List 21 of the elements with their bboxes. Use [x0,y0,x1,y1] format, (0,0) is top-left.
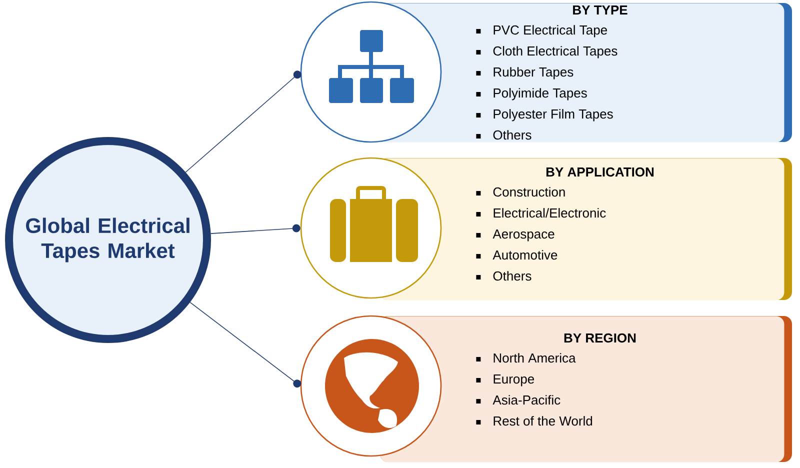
connector-line [185,70,302,173]
panel-heading: BY TYPE [573,6,628,14]
bullet-item: Asia-Pacific [476,395,560,405]
bullet-item: Automotive [476,250,558,260]
bullet-item: Cloth Electrical Tapes [476,46,618,58]
bullet-item: Rest of the World [476,416,592,426]
panel-heading: BY REGION [564,333,636,343]
bullet-item: Construction [476,187,565,197]
bullet-item: Rubber Tapes [476,67,574,80]
connector-line [210,224,300,234]
bullet-item: Polyester Film Tapes [476,109,613,122]
bullet-item: Others [476,130,532,140]
bullet-item: Electrical/Electronic [476,208,606,218]
bullet-item: PVC Electrical Tape [476,25,607,38]
bullet-item: Others [476,271,532,281]
bullet-item: Europe [476,374,534,386]
panel-heading: BY APPLICATION [546,167,654,177]
bullet-item: Polyimide Tapes [476,88,587,100]
bullet-item: Aerospace [476,230,554,242]
bullet-item: North America [476,353,576,363]
connector-line [190,302,302,388]
